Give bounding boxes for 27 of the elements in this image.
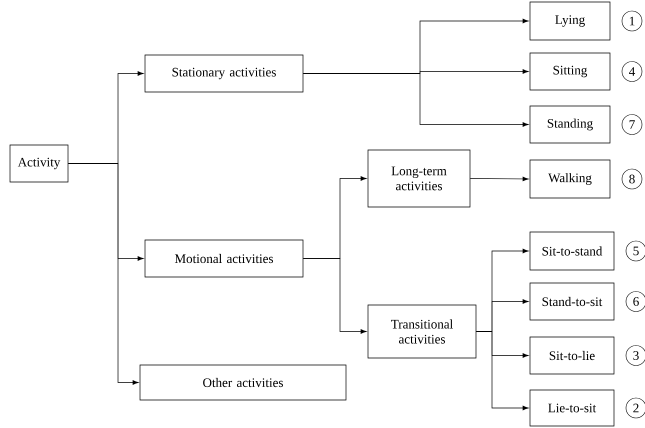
activity-box: Stationary activities [144, 54, 304, 92]
activity-box: Standing [530, 106, 610, 144]
activity-box: Walking [530, 160, 610, 198]
activity-box: Other activities [140, 364, 346, 400]
circled-number: 6 [626, 291, 645, 312]
circled-number: 8 [622, 168, 642, 190]
activity-box: Lie-to-sit [530, 390, 614, 426]
circled-number: 5 [626, 240, 645, 262]
activity-box: Motional activities [144, 240, 304, 278]
activity-box: Activity [10, 144, 68, 182]
circled-number: 7 [622, 114, 642, 135]
arrow [68, 163, 138, 385]
activity-box: Stand-to-sit [530, 282, 614, 320]
circled-number: 4 [622, 61, 642, 82]
activity-box: Sitting [530, 52, 610, 90]
arrow [303, 258, 366, 334]
activity-box: Sit-to-stand [530, 232, 614, 270]
arrow [303, 73, 528, 127]
circled-number: 2 [626, 398, 645, 418]
circled-number: 1 [622, 10, 642, 32]
activity-box: Transitional activities [368, 304, 476, 358]
activity-box: Sit-to-lie [530, 336, 614, 374]
arrow [476, 331, 528, 410]
activity-box: Long-term activities [368, 150, 470, 208]
activity-box: Lying [530, 2, 610, 40]
arrow [470, 176, 528, 182]
circled-number: 3 [626, 345, 645, 366]
